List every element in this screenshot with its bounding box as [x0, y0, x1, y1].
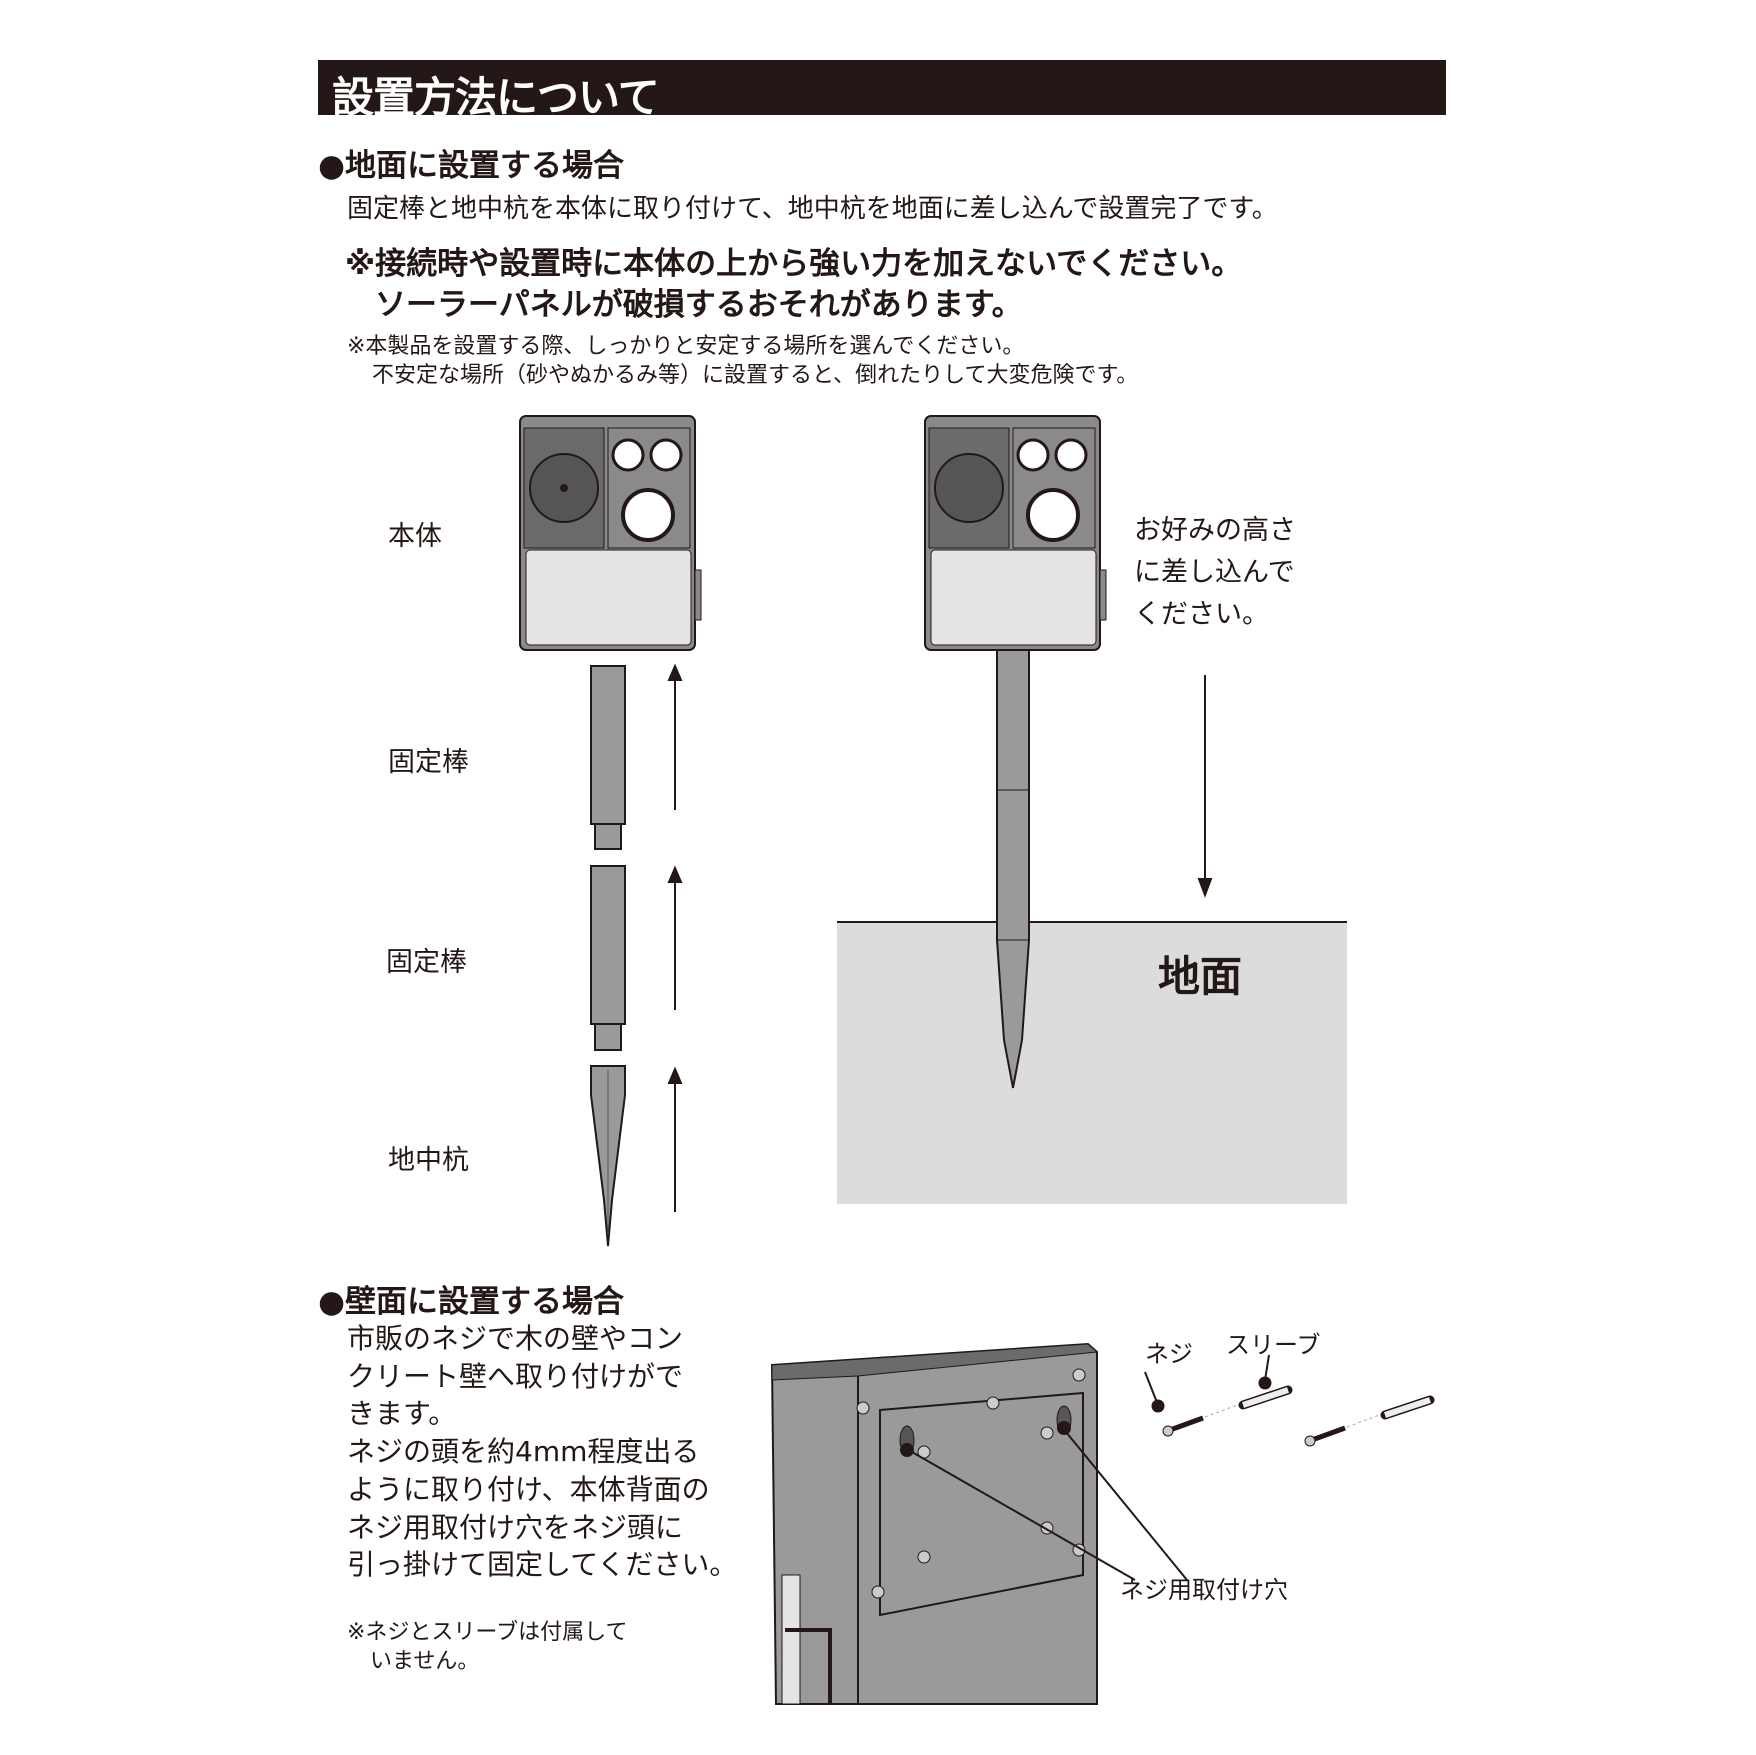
insert-text-line1: お好みの高さ [1134, 515, 1296, 546]
installed-unit-illustration [924, 415, 1107, 1089]
label-mount-hole: ネジ用取付け穴 [1120, 1576, 1288, 1604]
wall-body: 市販のネジで木の壁やコン クリート壁へ取り付けがで きます。 ネジの頭を約4mm… [347, 1320, 747, 1584]
wall-body-line: ように取り付け、本体背面の [347, 1472, 710, 1506]
down-arrow-icon [1197, 675, 1213, 898]
label-sleeve: スリーブ [1226, 1331, 1321, 1359]
note-line2: 不安定な場所（砂やぬかるみ等）に設置すると、倒れたりして大変危険です。 [372, 363, 1139, 388]
wall-heading: ●壁面に設置する場合 [318, 1284, 625, 1320]
warning-line2: ソーラーパネルが破損するおそれがあります。 [375, 287, 1023, 323]
ground-area [837, 922, 1347, 1204]
fixing-rod-2 [590, 865, 626, 1051]
wall-note-line1: ※ネジとスリーブは付属して [347, 1620, 628, 1645]
note-line1: ※本製品を設置する際、しっかりと安定する場所を選んでください。 [347, 334, 1025, 359]
wall-body-line: ネジの頭を約4mm程度出る [347, 1435, 700, 1469]
screw-and-sleeve-illustration [1144, 1354, 1435, 1447]
wall-body-line: ネジ用取付け穴をネジ頭に [347, 1510, 684, 1544]
label-stake: 地中杭 [388, 1145, 469, 1176]
wall-body-line: 市販のネジで木の壁やコン [347, 1322, 684, 1355]
fixing-rod-1 [590, 665, 626, 850]
wall-body-line: クリート壁へ取り付けがで [347, 1359, 684, 1393]
body-unit-illustration [519, 415, 702, 651]
ground-stake [590, 1065, 626, 1247]
warning-line1: ※接続時や設置時に本体の上から強い力を加えないでください。 [345, 246, 1243, 282]
label-rod-1: 固定棒 [388, 747, 469, 778]
insert-text-line2: に差し込んで [1134, 557, 1295, 588]
insert-text-line3: ください。 [1134, 599, 1269, 630]
up-arrow-icon [667, 865, 683, 1010]
up-arrow-icon [667, 663, 683, 810]
wall-body-line: きます。 [347, 1397, 457, 1431]
ground-body: 固定棒と地中杭を本体に取り付けて、地中杭を地面に差し込んで設置完了です。 [347, 194, 1278, 224]
wall-unit-back-illustration [770, 1342, 1188, 1705]
label-ground: 地面 [1158, 952, 1243, 1001]
wall-note-line2: いません。 [370, 1649, 480, 1674]
label-screw: ネジ [1145, 1340, 1193, 1368]
page-title: 設置方法について [332, 73, 660, 122]
label-body-unit: 本体 [388, 521, 442, 552]
ground-heading: ●地面に設置する場合 [318, 148, 625, 184]
wall-body-line: 引っ掛けて固定してください。 [347, 1548, 738, 1582]
up-arrow-icon [667, 1066, 683, 1212]
label-rod-2: 固定棒 [386, 947, 467, 978]
title-bar: 設置方法について [318, 60, 1446, 122]
